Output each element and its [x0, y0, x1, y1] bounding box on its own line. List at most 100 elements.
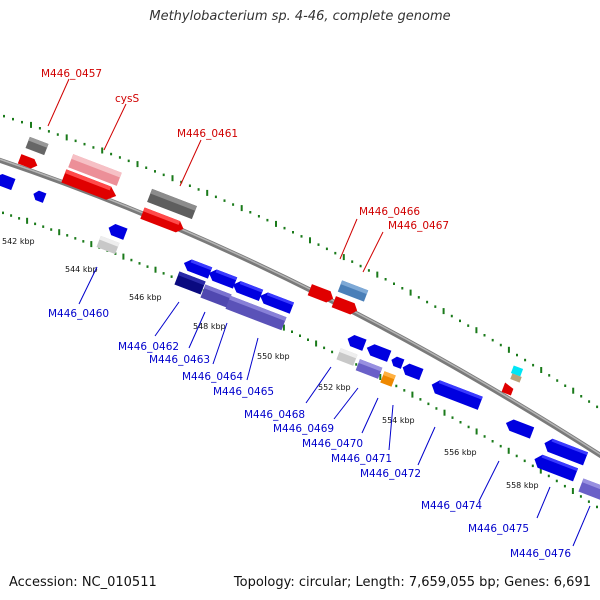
tick-mark [74, 139, 77, 143]
gene-label[interactable]: M446_0462 [118, 341, 179, 353]
tick-mark [443, 409, 446, 416]
tick-mark [38, 127, 41, 130]
tick-mark [588, 400, 591, 403]
scale-labels: 542 kbp 544 kbp 546 kbp 548 kbp 550 kbp … [2, 237, 539, 490]
tick-mark [507, 346, 510, 353]
genome-summary-text: Topology: circular; Length: 7,659,055 bp… [233, 575, 591, 590]
gene-label[interactable]: cysS [115, 93, 139, 105]
gene-feature[interactable] [401, 362, 424, 381]
gene-label[interactable]: M446_0475 [468, 523, 529, 535]
tick-mark [3, 114, 5, 118]
gene-label[interactable]: M446_0476 [510, 548, 571, 560]
tick-mark [491, 440, 494, 443]
gene-label[interactable]: M446_0463 [149, 354, 210, 366]
gene-feature[interactable] [25, 136, 49, 156]
gene-feature[interactable] [258, 290, 295, 314]
gene-feature[interactable] [96, 235, 120, 255]
gene-feature[interactable] [182, 257, 213, 279]
tick-mark [359, 264, 362, 268]
gene-feature[interactable] [17, 154, 39, 170]
scale-label: 552 kbp [318, 383, 351, 392]
tick-mark [419, 398, 422, 401]
gene-feature[interactable] [32, 189, 47, 203]
tick-mark [475, 327, 478, 334]
tick-mark [136, 161, 139, 168]
tick-mark [571, 488, 574, 494]
gene-label[interactable]: M446_0469 [273, 423, 334, 435]
gene-feature[interactable] [307, 284, 336, 304]
gene-feature[interactable] [510, 365, 524, 377]
tick-mark [101, 147, 104, 154]
tick-mark [90, 241, 93, 248]
scale-label: 558 kbp [506, 481, 539, 490]
gene-label[interactable]: M446_0472 [360, 468, 421, 480]
gene-feature[interactable] [225, 295, 287, 331]
tick-mark [266, 218, 269, 222]
gene-feature[interactable] [365, 342, 392, 362]
gene-feature[interactable] [542, 437, 589, 466]
gene-label[interactable]: M446_0471 [331, 453, 392, 465]
tick-mark [146, 265, 149, 268]
tick-mark [532, 363, 535, 367]
tick-mark [325, 247, 328, 251]
gene-label[interactable]: M446_0467 [388, 220, 449, 232]
gene-label[interactable]: M446_0461 [177, 128, 238, 140]
gene-feature[interactable] [504, 417, 535, 439]
gene-feature[interactable] [200, 284, 232, 308]
gene-feature[interactable] [355, 359, 383, 379]
gene-feature[interactable] [68, 154, 122, 186]
gene-feature[interactable] [207, 267, 238, 289]
tick-mark [214, 195, 217, 199]
tick-mark [188, 184, 191, 187]
gene-label[interactable]: M446_0460 [48, 308, 109, 320]
tick-mark [240, 205, 243, 212]
tick-mark [548, 374, 551, 377]
tick-mark [523, 459, 526, 463]
gene-feature[interactable] [380, 371, 396, 387]
gene-feature[interactable] [532, 453, 579, 482]
tick-mark [442, 308, 445, 315]
gene-feature[interactable] [140, 207, 185, 235]
tick-mark [122, 253, 125, 260]
accession-text: Accession: NC_010511 [9, 575, 157, 590]
tick-mark [427, 402, 430, 406]
gene-feature[interactable] [510, 373, 522, 383]
gene-feature[interactable] [429, 378, 483, 410]
gene-feature[interactable] [390, 355, 405, 369]
gene-feature[interactable] [106, 222, 128, 240]
gene-feature[interactable] [61, 169, 118, 202]
tick-mark [450, 314, 453, 318]
tick-mark [83, 142, 86, 146]
gene-feature[interactable] [0, 172, 16, 191]
gene-feature[interactable] [336, 348, 358, 366]
tick-mark [66, 234, 69, 237]
gene-feature[interactable] [231, 279, 264, 301]
tick-mark [300, 235, 303, 238]
tick-mark [56, 133, 59, 136]
gene-label[interactable]: M446_0468 [244, 409, 305, 421]
gene-label[interactable]: M446_0457 [41, 68, 102, 80]
tick-mark [563, 484, 566, 488]
gene-feature[interactable] [345, 333, 367, 351]
gene-feature[interactable] [147, 188, 197, 220]
gene-label[interactable]: M446_0464 [182, 371, 243, 383]
gene-label[interactable]: M446_0465 [213, 386, 274, 398]
gene-label[interactable]: M446_0470 [302, 438, 363, 450]
gene-feature[interactable] [174, 271, 206, 295]
gene-feature[interactable] [331, 296, 360, 316]
tick-mark [118, 156, 121, 159]
gene-label[interactable]: M446_0474 [421, 500, 482, 512]
tick-mark [47, 130, 50, 133]
tick-mark [323, 346, 326, 350]
gene-feature[interactable] [578, 478, 600, 502]
tick-mark [531, 464, 534, 468]
tick-mark [82, 240, 85, 243]
forward-strand-genes [17, 136, 524, 396]
tick-mark [309, 237, 311, 244]
gene-label[interactable]: M446_0466 [359, 206, 420, 218]
scale-label: 542 kbp [2, 237, 35, 246]
gene-feature[interactable] [501, 382, 515, 396]
tick-mark [145, 166, 148, 169]
tick-mark [110, 152, 113, 156]
gene-feature[interactable] [337, 280, 369, 302]
